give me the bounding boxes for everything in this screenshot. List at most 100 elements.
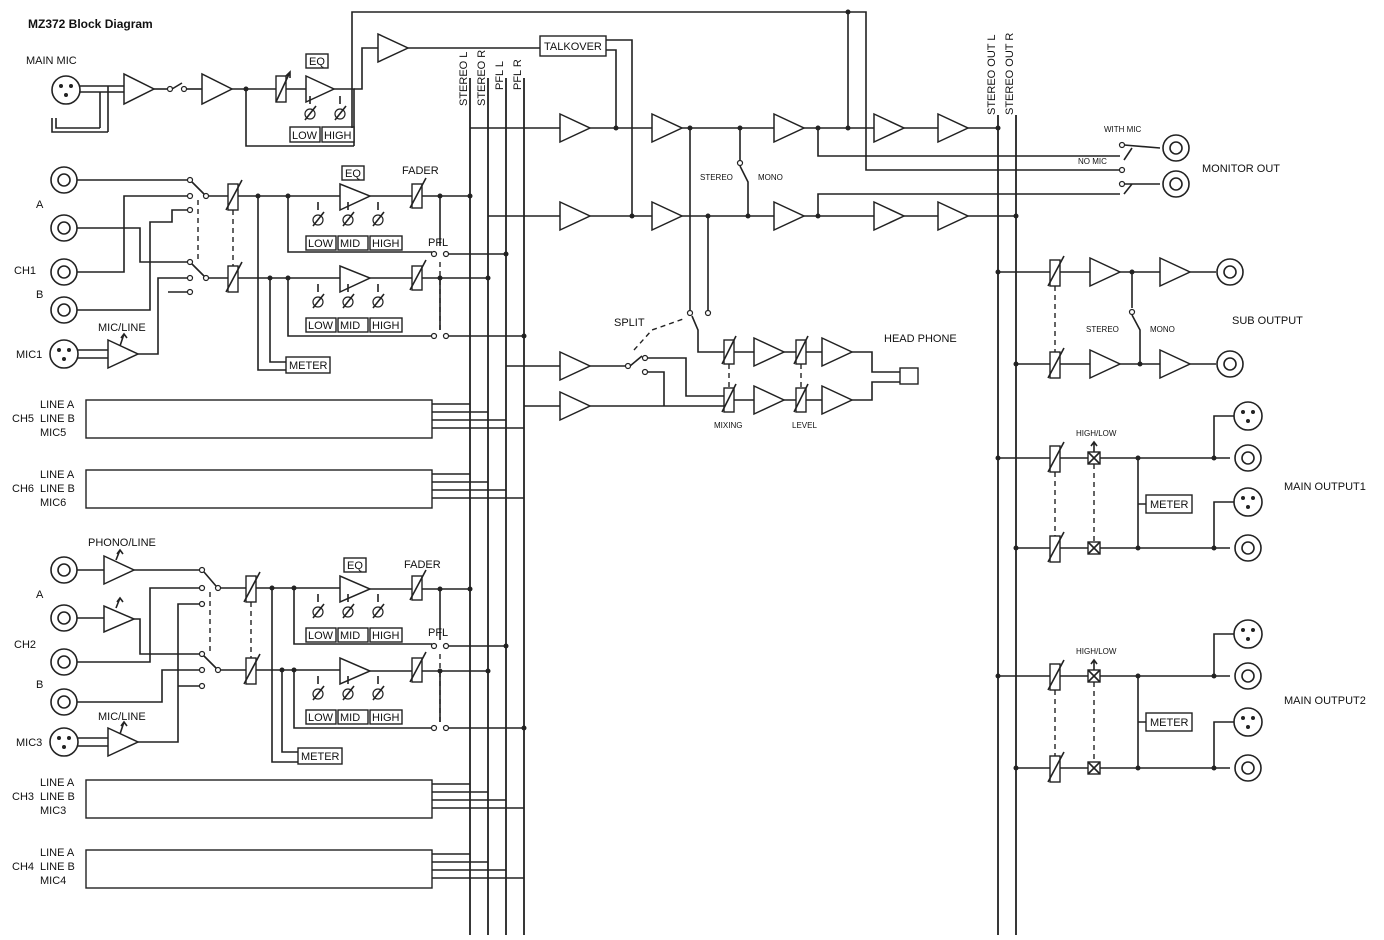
label-mixing: MIXING <box>714 421 742 430</box>
amplifier-icon <box>1159 256 1192 288</box>
label-ch3: CH3 <box>12 791 34 803</box>
amplifier-icon <box>753 336 786 368</box>
label-high-low: HIGH/LOW <box>1076 647 1117 656</box>
amplifier-icon <box>107 726 140 758</box>
label-pfl-ch1: PFL <box>428 237 448 249</box>
bus-label-stereo-out-r: STEREO OUT R <box>1004 33 1016 115</box>
label-ch4: CH4 <box>12 861 34 873</box>
label-eq-low: LOW <box>308 238 334 250</box>
amplifier-icon <box>559 350 592 382</box>
label-ch4-line-b: LINE B <box>40 861 75 873</box>
label-meter-main: METER <box>1150 499 1189 511</box>
xlr-jack-icon <box>1233 707 1263 737</box>
label-ch4-mic: MIC4 <box>40 875 66 887</box>
diagram-title: MZ372 Block Diagram <box>28 17 153 31</box>
label-ch6-line-b: LINE B <box>40 483 75 495</box>
label-main-mic: MAIN MIC <box>26 55 77 67</box>
label-ch3-mic: MIC3 <box>40 805 66 817</box>
label-eq-mid: MID <box>340 238 360 250</box>
label-eq-low: LOW <box>308 630 334 642</box>
label-eq-high: HIGH <box>372 238 400 250</box>
amplifier-icon <box>937 200 970 232</box>
xlr-jack-icon <box>49 339 79 369</box>
label-with-mic: WITH MIC <box>1104 125 1142 134</box>
bus-label-stereo-r: STEREO R <box>476 50 488 106</box>
bus-label-stereo-l: STEREO L <box>458 52 470 106</box>
amplifier-icon <box>339 264 372 294</box>
label-ch1-b: B <box>36 289 43 301</box>
bus-label-pfl-l: PFL L <box>494 61 506 90</box>
label-eq-high: HIGH <box>372 712 400 724</box>
amplifier-icon <box>559 112 592 144</box>
amplifier-icon <box>123 72 156 106</box>
eq-label-box <box>343 557 367 573</box>
label-sub-mono: MONO <box>1150 325 1175 334</box>
label-high-low: HIGH/LOW <box>1076 429 1117 438</box>
amplifier-icon <box>559 200 592 232</box>
amplifier-icon <box>873 112 906 144</box>
amplifier-icon <box>651 112 684 144</box>
sub-output-section: STEREO MONO SUB OUTPUT <box>995 255 1303 380</box>
amplifier-icon <box>377 32 410 64</box>
label-split: SPLIT <box>614 317 645 329</box>
channel-2: A CH2 B PHONO/LINE MIC3 MIC/LINE MET <box>14 537 527 765</box>
channel-blocks: LINE A CH5 LINE B MIC5 LINE A CH6 LINE B… <box>12 399 524 889</box>
label-sub-stereo: STEREO <box>1086 325 1119 334</box>
label-pfl-ch2: PFL <box>428 627 448 639</box>
label-eq-mid: MID <box>340 320 360 332</box>
xlr-jack-icon <box>51 75 81 105</box>
meter-box <box>1145 494 1193 514</box>
label-low: LOW <box>292 130 318 142</box>
amplifier-icon <box>1089 348 1122 380</box>
label-ch6-mic: MIC6 <box>40 497 66 509</box>
label-meter-ch2: METER <box>301 751 340 763</box>
label-phono-line: PHONO/LINE <box>88 537 156 549</box>
label-no-mic: NO MIC <box>1078 157 1107 166</box>
amplifier-icon <box>339 656 372 686</box>
label-mic3: MIC3 <box>16 737 42 749</box>
amplifier-icon <box>937 112 970 144</box>
label-fader-ch1: FADER <box>402 165 439 177</box>
amplifier-icon <box>1089 256 1122 288</box>
talkover-box <box>539 35 607 57</box>
label-mic-line-2: MIC/LINE <box>98 711 146 723</box>
label-ch6-line-a: LINE A <box>40 469 75 481</box>
label-eq: EQ <box>309 56 325 68</box>
label-eq-high: HIGH <box>372 320 400 332</box>
label-ch2-b: B <box>36 679 43 691</box>
mix-buses <box>469 78 1017 935</box>
label-ch4-line-a: LINE A <box>40 847 75 859</box>
amplifier-icon <box>201 72 234 106</box>
xlr-jack-icon <box>1233 401 1263 431</box>
amplifier-icon <box>103 554 136 586</box>
label-monitor-out: MONITOR OUT <box>1202 163 1280 175</box>
label-ch2: CH2 <box>14 639 36 651</box>
amplifier-icon <box>773 200 806 232</box>
xlr-jack-icon <box>1233 619 1263 649</box>
amplifier-icon <box>821 384 854 416</box>
meter-box <box>1145 712 1193 732</box>
bus-label-pfl-r: PFL R <box>512 59 524 90</box>
channel-3-block: LINE A CH3 LINE B MIC3 <box>12 777 524 819</box>
main-mic-section: MAIN MIC EQ LOW HIGH TALKOVER <box>26 9 867 216</box>
eq-label-box <box>341 165 365 181</box>
channel-6-block: LINE A CH6 LINE B MIC6 <box>12 469 524 509</box>
amplifier-icon <box>339 574 372 604</box>
xlr-jack-icon <box>1233 487 1263 517</box>
label-ch5: CH5 <box>12 413 34 425</box>
label-ch1-a: A <box>36 199 44 211</box>
channel-1: A CH1 B MIC1 MIC/LINE METER EQ L <box>14 165 527 374</box>
label-eq-low: LOW <box>308 320 334 332</box>
label-ch2-a: A <box>36 589 44 601</box>
eq-label-box <box>305 53 329 69</box>
label-ch5-line-b: LINE B <box>40 413 75 425</box>
label-main-output2: MAIN OUTPUT2 <box>1284 695 1366 707</box>
label-meter-main: METER <box>1150 717 1189 729</box>
label-mic1: MIC1 <box>16 349 42 361</box>
label-ch5-line-a: LINE A <box>40 399 75 411</box>
headphone-jack-icon <box>899 367 919 385</box>
label-eq-high: HIGH <box>372 630 400 642</box>
